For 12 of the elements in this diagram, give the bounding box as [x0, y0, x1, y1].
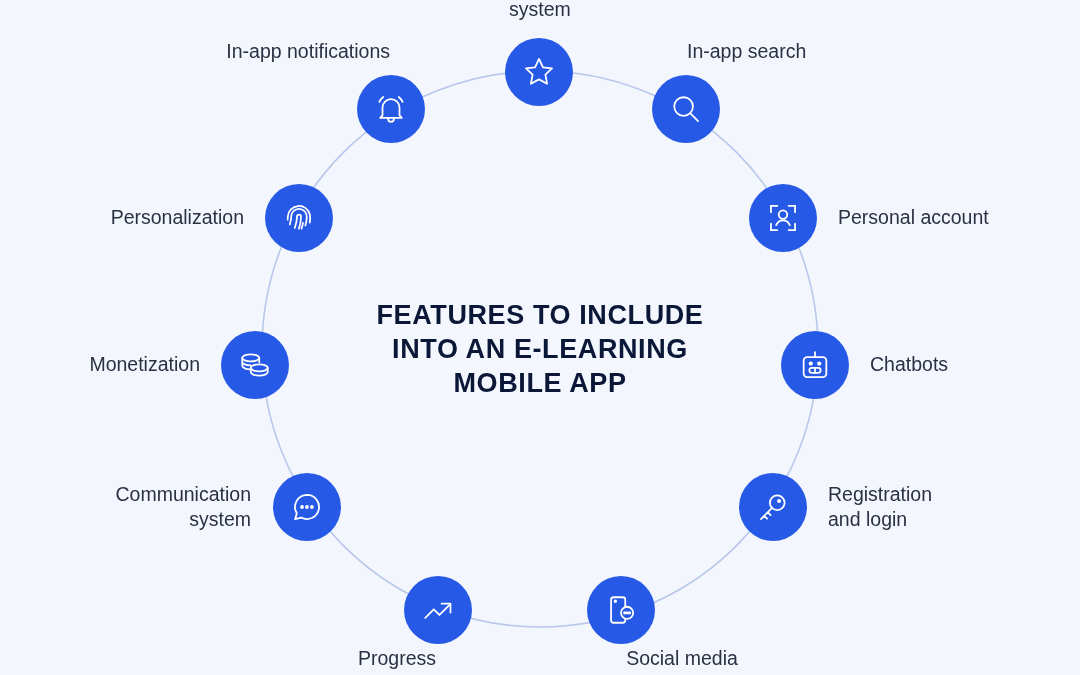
feature-label: Social media — [625, 646, 739, 671]
feature-label: Registration and login — [828, 482, 934, 532]
feature-label: In-app search — [687, 39, 807, 64]
feature-label: Communication system — [114, 482, 251, 532]
feature-label: Monetization — [89, 352, 200, 377]
feature-label: In-app notifications — [225, 39, 390, 64]
feature-label: system — [508, 0, 572, 22]
feature-label: Personalization — [110, 205, 244, 230]
feature-label: Chatbots — [870, 352, 949, 377]
feature-label: Personal account — [838, 205, 989, 230]
diagram-title: FEATURES TO INCLUDE INTO AN E-LEARNING MOBILE APP — [375, 299, 705, 400]
feature-label: Progress — [357, 646, 437, 671]
